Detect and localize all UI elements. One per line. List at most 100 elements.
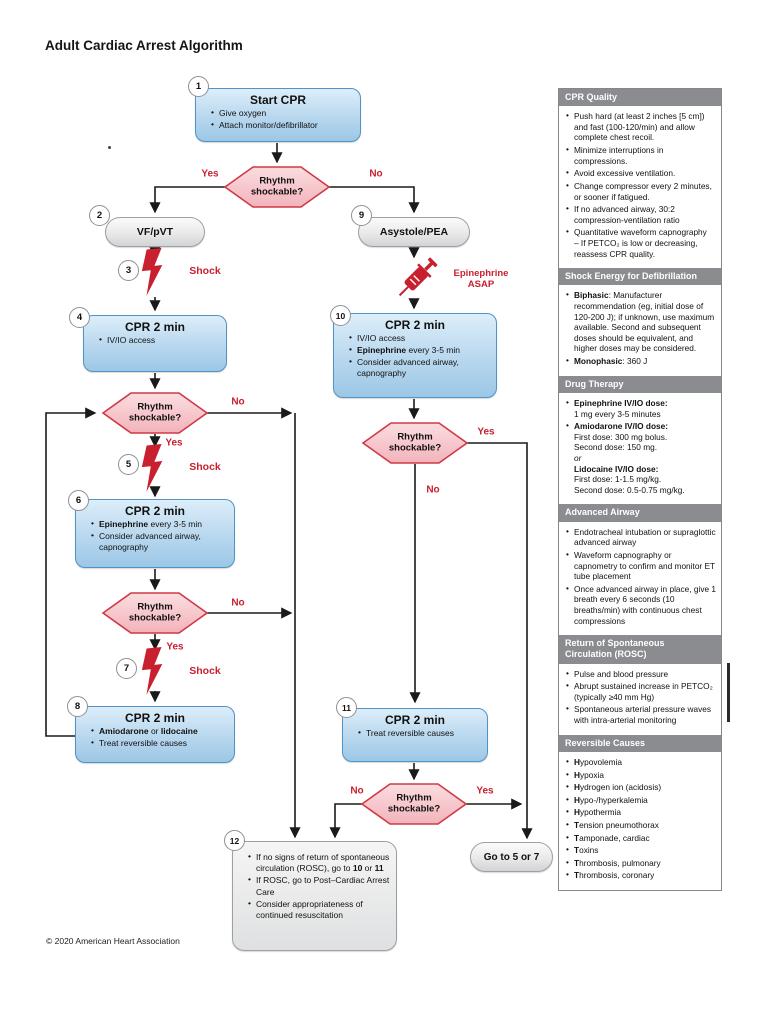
- step-number-badge: 8: [67, 696, 88, 717]
- sidebar-section-list: Pulse and blood pressureAbrupt sustained…: [559, 664, 721, 735]
- decision-label: Rhythm shockable?: [387, 792, 441, 814]
- step-12-outcome-box: If no signs of return of spontaneous cir…: [232, 841, 397, 951]
- reference-sidebar: CPR Quality Push hard (at least 2 inches…: [558, 88, 722, 892]
- box-label: Asystole/PEA: [379, 226, 449, 238]
- list-item: Thrombosis, coronary: [565, 869, 717, 881]
- shock-bolt-icon: [141, 443, 163, 492]
- sidebar-section-list: Biphasic: Manufacturer recommendation (e…: [559, 285, 721, 375]
- list-item: Once advanced airway in place, give 1 br…: [565, 583, 717, 626]
- box-bullet-list: IV/IO accessEpinephrine every 3-5 minCon…: [334, 332, 496, 379]
- box-bullet-list: IV/IO access: [84, 334, 226, 346]
- decision-label: Rhythm shockable?: [250, 175, 304, 197]
- step-number-badge: 4: [69, 307, 90, 328]
- list-item: Abrupt sustained increase in PETCO₂ (typ…: [565, 680, 717, 702]
- sidebar-section-header: CPR Quality: [559, 89, 721, 107]
- list-item: Treat reversible causes: [358, 727, 483, 739]
- list-item: Tension pneumothorax: [565, 819, 717, 831]
- list-item: Waveform capnography or capnometry to co…: [565, 549, 717, 582]
- list-item: Epinephrine every 3-5 min: [349, 344, 492, 356]
- shock-label: Shock: [189, 461, 221, 473]
- list-item: Consider advanced airway, capnography: [91, 530, 230, 553]
- no-label: No: [350, 785, 364, 797]
- sidebar-section-list: Epinephrine IV/IO dose:1 mg every 3-5 mi…: [559, 393, 721, 504]
- list-item: Thrombosis, pulmonary: [565, 857, 717, 869]
- syringe-icon: [398, 257, 438, 297]
- sidebar-section-list: HypovolemiaHypoxiaHydrogen ion (acidosis…: [559, 752, 721, 890]
- box-bullet-list: Epinephrine every 3-5 minConsider advanc…: [76, 518, 234, 553]
- list-item: Epinephrine every 3-5 min: [91, 518, 230, 530]
- list-item: Tamponade, cardiac: [565, 832, 717, 844]
- box-label: Go to 5 or 7: [483, 851, 540, 863]
- flow-arrows: [45, 143, 533, 840]
- sidebar-section-header: Advanced Airway: [559, 504, 721, 522]
- step-number-badge: 12: [224, 830, 245, 851]
- sidebar-section-header: Reversible Causes: [559, 734, 721, 752]
- step-11-cpr-box: CPR 2 min Treat reversible causes: [342, 708, 488, 762]
- list-item: Epinephrine IV/IO dose:1 mg every 3-5 mi…: [565, 397, 717, 419]
- decision-label: Rhythm shockable?: [128, 401, 182, 423]
- stray-mark: [108, 146, 111, 149]
- no-label: No: [369, 168, 383, 180]
- sidebar-section-header: Shock Energy for Defibrillation: [559, 268, 721, 286]
- list-item: Biphasic: Manufacturer recommendation (e…: [565, 289, 717, 354]
- no-label: No: [231, 597, 245, 609]
- step-10-cpr-box: CPR 2 min IV/IO accessEpinephrine every …: [333, 313, 497, 398]
- epinephrine-asap-label: Epinephrine ASAP: [453, 267, 509, 290]
- shock-bolt-icons: [141, 247, 163, 695]
- list-item: Pulse and blood pressure: [565, 668, 717, 680]
- step-number-badge: 5: [118, 454, 139, 475]
- decision-hexagon: [223, 166, 331, 208]
- no-label: No: [426, 484, 440, 496]
- box-title: CPR 2 min: [384, 713, 445, 727]
- list-item: If no advanced airway, 30:2 compression-…: [565, 203, 717, 225]
- sidebar-section-list: Endotracheal intubation or supraglottic …: [559, 522, 721, 635]
- list-item: Hypoxia: [565, 769, 717, 781]
- box-bullet-list: Treat reversible causes: [343, 727, 487, 739]
- list-item: IV/IO access: [99, 334, 222, 346]
- list-item: Hypo-/hyperkalemia: [565, 794, 717, 806]
- list-item: If ROSC, go to Post–Cardiac Arrest Care: [248, 874, 392, 897]
- list-item: IV/IO access: [349, 332, 492, 344]
- list-item: Spontaneous arterial pressure waves with…: [565, 703, 717, 725]
- no-label: No: [231, 396, 245, 408]
- list-item: Give oxygen: [211, 107, 356, 119]
- yes-label: Yes: [476, 785, 494, 797]
- step-2-vf-pvt-box: VF/pVT: [105, 217, 205, 247]
- list-item: Treat reversible causes: [91, 737, 230, 749]
- shock-bolt-icon: [141, 247, 163, 296]
- decision-label: Rhythm shockable?: [388, 431, 442, 453]
- shock-label: Shock: [189, 665, 221, 677]
- list-item: Quantitative waveform capnography– If PE…: [565, 226, 717, 259]
- page-edge-mark: [727, 663, 730, 722]
- step-number-badge: 7: [116, 658, 137, 679]
- box-title: CPR 2 min: [124, 504, 185, 518]
- list-item: Push hard (at least 2 inches [5 cm]) and…: [565, 110, 717, 143]
- list-item: Consider advanced airway, capnography: [349, 356, 492, 379]
- list-item: Amiodarone or lidocaine: [91, 725, 230, 737]
- list-item: Amiodarone IV/IO dose:First dose: 300 mg…: [565, 420, 717, 495]
- step-number-badge: 9: [351, 205, 372, 226]
- box-label: VF/pVT: [136, 226, 174, 238]
- sidebar-section-header: Drug Therapy: [559, 375, 721, 393]
- decision-hexagon: [361, 422, 469, 464]
- decision-hexagon: [101, 392, 209, 434]
- shock-label: Shock: [189, 265, 221, 277]
- list-item: Hypovolemia: [565, 756, 717, 768]
- yes-label: Yes: [165, 437, 183, 449]
- decision-hexagon: [360, 783, 468, 825]
- list-item: Endotracheal intubation or supraglottic …: [565, 526, 717, 548]
- box-title: CPR 2 min: [384, 318, 445, 332]
- step-number-badge: 6: [68, 490, 89, 511]
- goto-5-or-7-box: Go to 5 or 7: [470, 842, 553, 872]
- decision-label: Rhythm shockable?: [128, 601, 182, 623]
- list-item: Toxins: [565, 844, 717, 856]
- step-6-cpr-box: CPR 2 min Epinephrine every 3-5 minConsi…: [75, 499, 235, 568]
- step-4-cpr-box: CPR 2 min IV/IO access: [83, 315, 227, 372]
- list-item: Change compressor every 2 minutes, or so…: [565, 180, 717, 202]
- box-title: Start CPR: [249, 93, 306, 107]
- list-item: Avoid excessive ventilation.: [565, 167, 717, 179]
- list-item: Attach monitor/defibrillator: [211, 119, 356, 131]
- step-number-badge: 2: [89, 205, 110, 226]
